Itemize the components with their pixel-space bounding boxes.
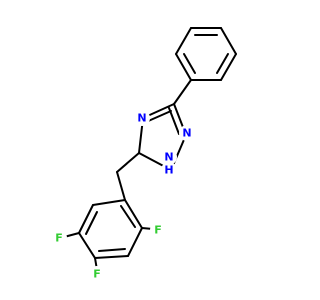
atom-f3: F (51, 230, 67, 246)
bond-layer (63, 27, 237, 271)
bond-aryl-double-1 (85, 211, 98, 235)
bond-phenyl-double-2 (216, 53, 229, 74)
bond-phenyl-4 (220, 53, 237, 81)
bond-c5-ch2 (116, 152, 140, 173)
atom-n2: N (179, 125, 195, 141)
bond-triazole-n2-c3-double (168, 107, 180, 135)
bond-triazole-c3-n4-double (145, 110, 172, 123)
atom-label-n1h: N (164, 151, 173, 164)
bond-aryl-double-3 (120, 205, 136, 228)
bond-phenyl-1 (175, 27, 192, 55)
atom-label-f4: F (93, 268, 101, 281)
bond-phenyl-3 (220, 27, 237, 55)
bond-aryl-1 (92, 199, 126, 206)
atom-f5: F (150, 222, 166, 238)
bond-aryl-5 (127, 227, 143, 257)
atom-layer: N N N H F F F (51, 110, 195, 282)
bond-aryl-6 (124, 199, 143, 229)
bond-aryl-2 (78, 204, 94, 234)
atom-label-n2: N (182, 127, 191, 140)
bond-phenyl-double-3 (183, 53, 196, 74)
molecule-structure: N N N H F F F (51, 27, 237, 282)
atom-label-n4: N (137, 112, 146, 125)
atom-label-n1h-hydrogen: H (164, 164, 173, 177)
atom-label-f5: F (154, 224, 162, 237)
bond-aryl-4 (94, 255, 129, 259)
bond-ch2-aryl (116, 171, 126, 201)
atom-n4: N (134, 110, 150, 126)
atom-f4: F (89, 266, 105, 282)
bond-aryl-double-2 (98, 248, 126, 252)
atom-label-f3: F (55, 232, 63, 245)
bond-phenyl-triazole (173, 79, 192, 105)
bond-aryl-3 (78, 232, 96, 259)
atom-n1h: N H (161, 149, 177, 178)
bond-phenyl-6 (175, 53, 192, 81)
